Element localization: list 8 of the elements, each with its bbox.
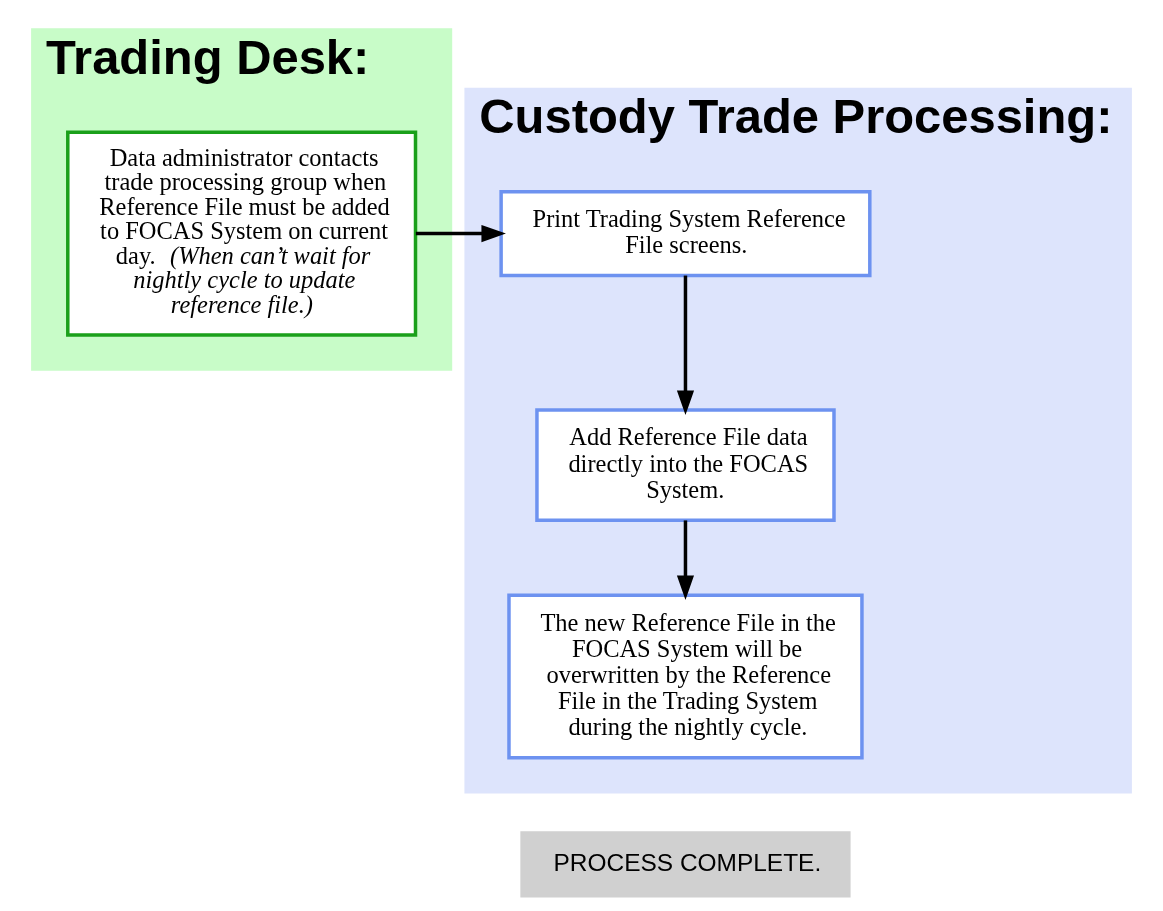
node-box: Print Trading System Reference File screens. (499, 189, 872, 278)
node-box: The new Reference File in the FOCAS System will be overwritten by the Reference File in the Trading System during the nightly cycle. (507, 593, 864, 760)
arrow (676, 275, 695, 416)
arrow (676, 520, 695, 601)
node-box: Data administrator contacts trade processing group when Reference File must be added to FOCAS System on current day. (When can’t wait for nightly cycle to update reference file.) (66, 130, 418, 337)
node-box: PROCESS COMPLETE. (520, 831, 851, 898)
arrow (415, 225, 506, 243)
node-box: Add Reference File data directly into the FOCAS System. (535, 408, 836, 522)
